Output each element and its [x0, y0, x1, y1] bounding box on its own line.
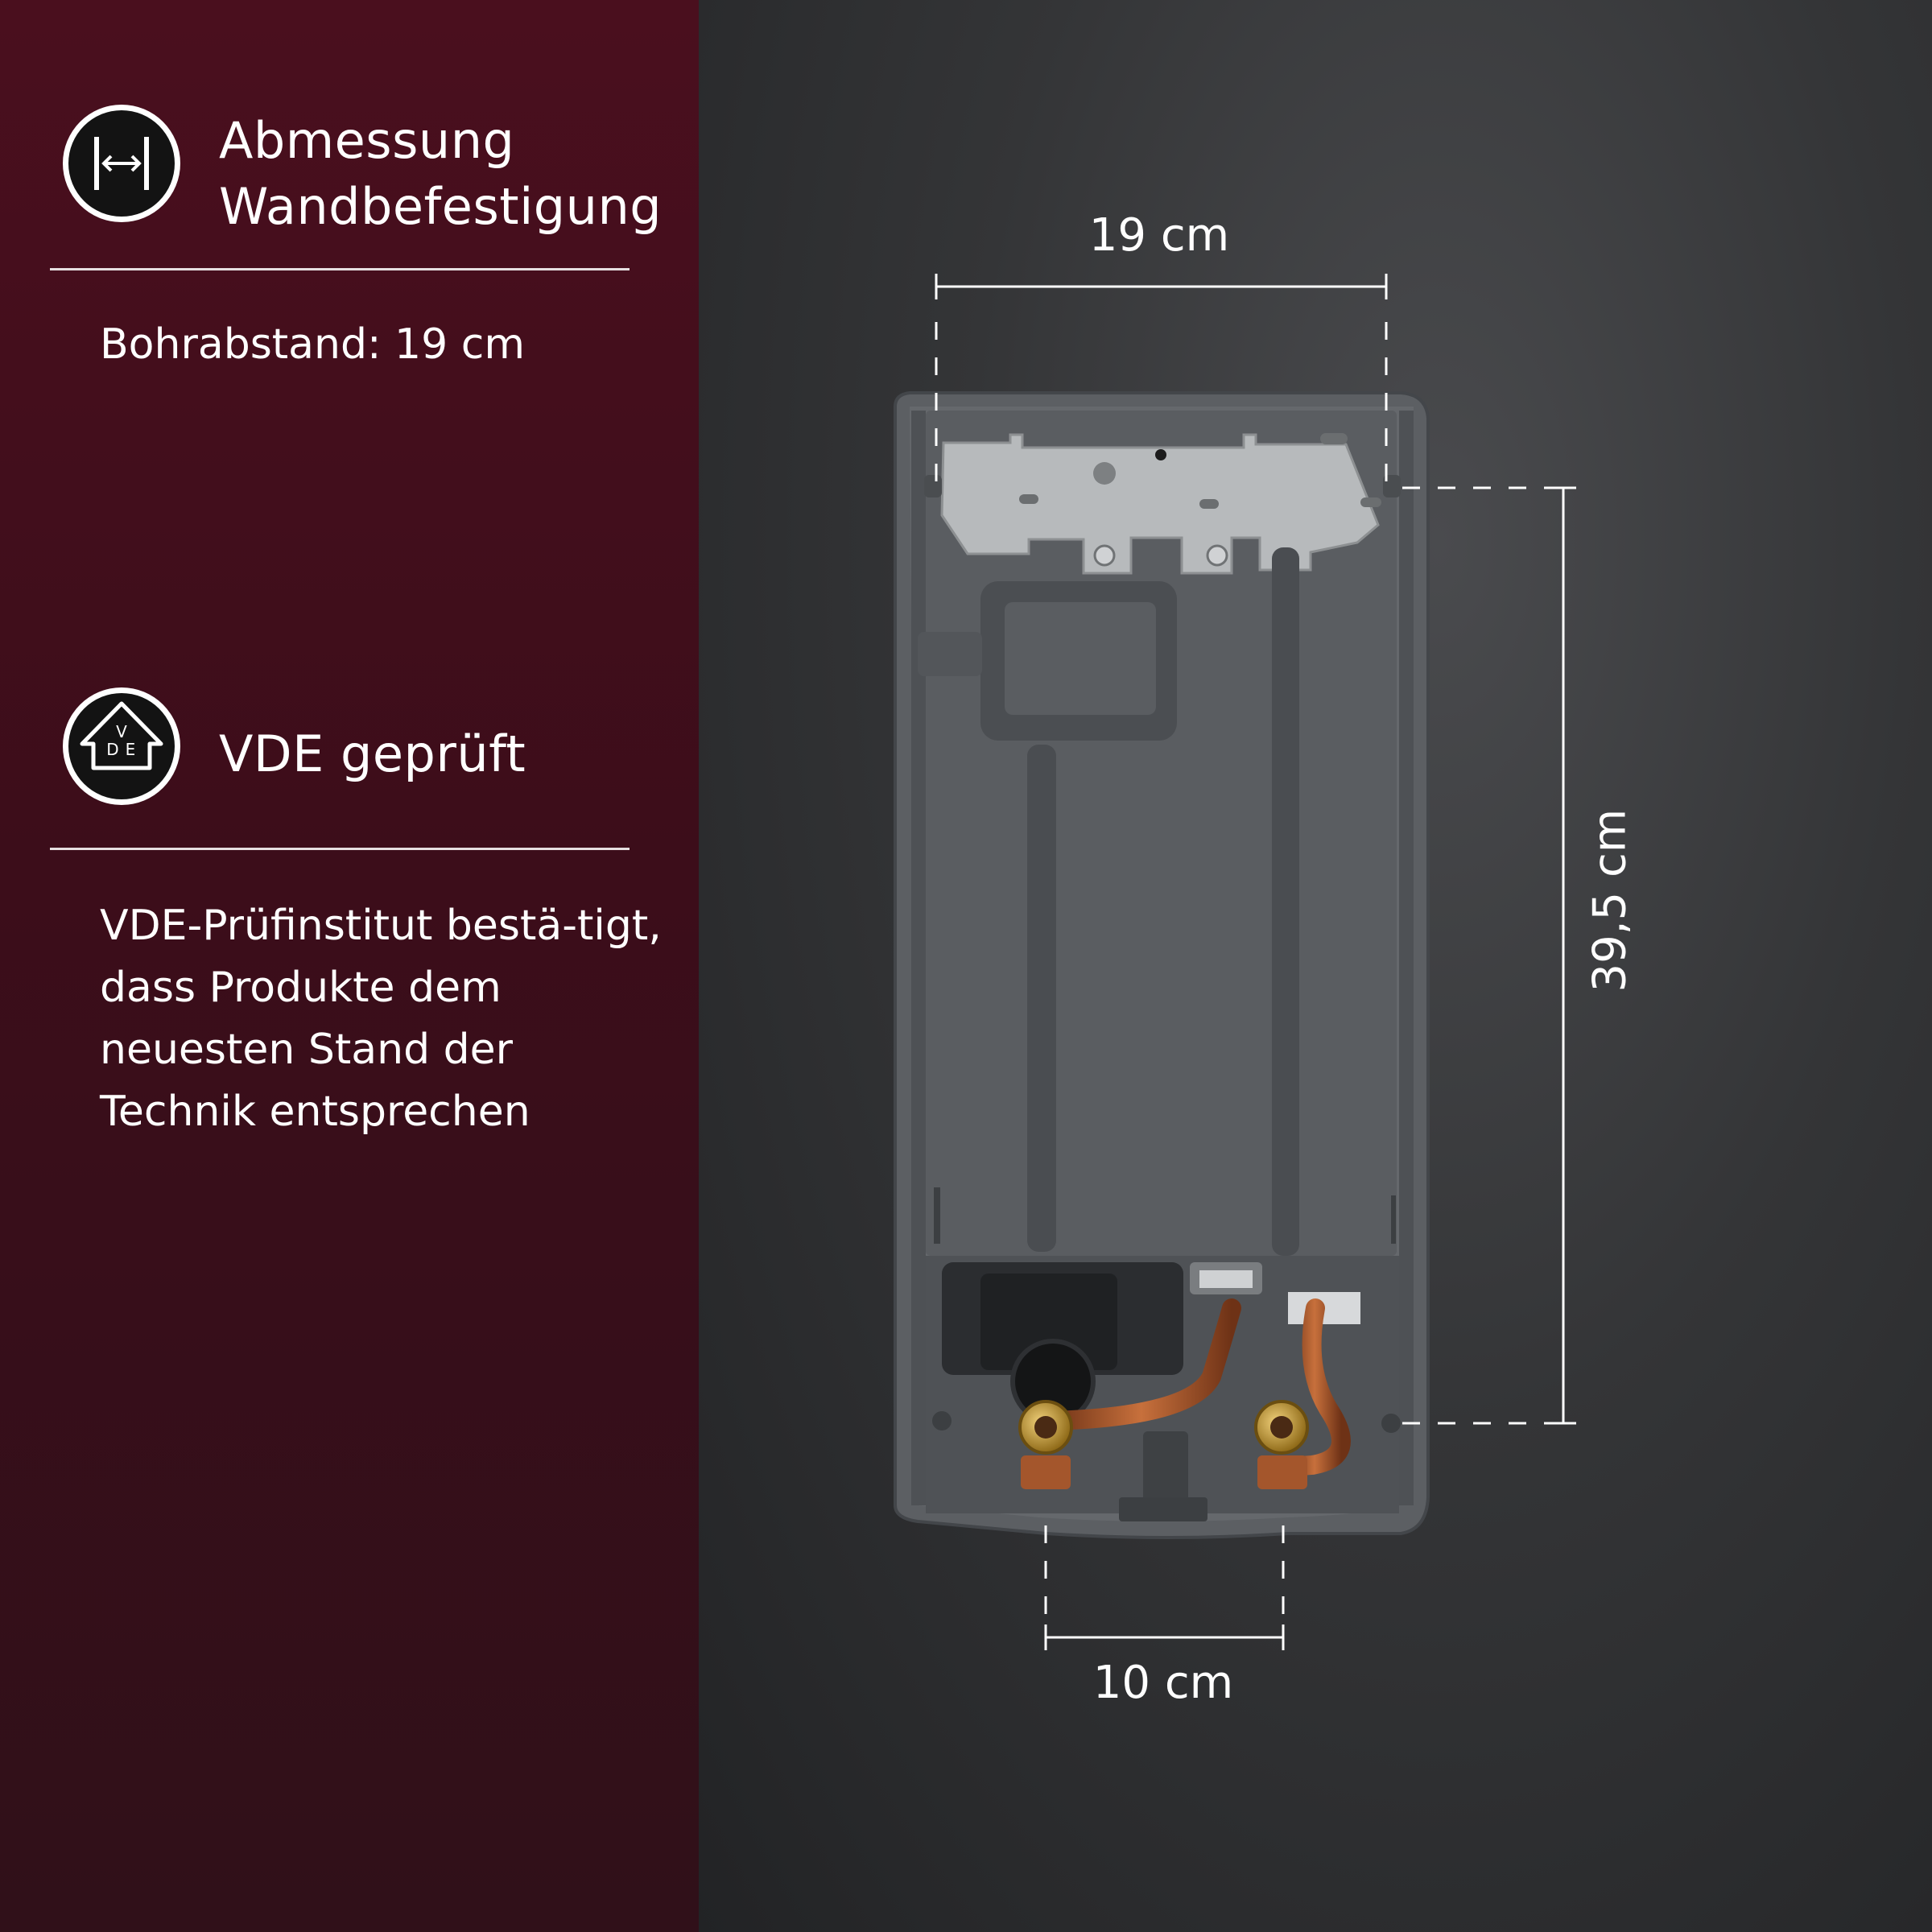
feature-text-drilling-distance: Bohrabstand: 19 cm	[100, 320, 525, 369]
vde-certification-icon: V D E	[63, 687, 180, 805]
vde-letter: V	[116, 722, 127, 741]
dimension-height	[1402, 486, 1576, 1425]
feature-text-vde: VDE-Prüfinstitut bestä-tigt, dass Produk…	[100, 902, 662, 1136]
dimension-label-top-width: 19 cm	[1088, 209, 1230, 262]
dimension-bottom-width	[1044, 1525, 1285, 1650]
device-inner-panel	[918, 547, 1396, 1256]
feature-sidebar: Abmessung Wandbefestigung Bohrabstand: 1…	[0, 0, 699, 1932]
width-dimension-icon	[63, 105, 180, 222]
dimension-label-height: 39,5 cm	[1583, 808, 1637, 993]
feature-title-vde: VDE geprüft	[219, 724, 526, 783]
mounting-bracket	[924, 433, 1401, 575]
feature-title-line: Abmessung	[219, 111, 515, 170]
divider	[50, 268, 630, 270]
device-connection-area	[926, 1256, 1401, 1521]
divider	[50, 848, 630, 850]
feature-title-line: Wandbefestigung	[219, 177, 663, 236]
dimension-top-width	[935, 274, 1388, 499]
vde-letter: D	[106, 740, 118, 759]
dimension-label-bottom-width: 10 cm	[1092, 1657, 1234, 1709]
vde-letter: E	[126, 740, 136, 759]
feature-title-dimensions: Abmessung Wandbefestigung	[219, 108, 662, 240]
